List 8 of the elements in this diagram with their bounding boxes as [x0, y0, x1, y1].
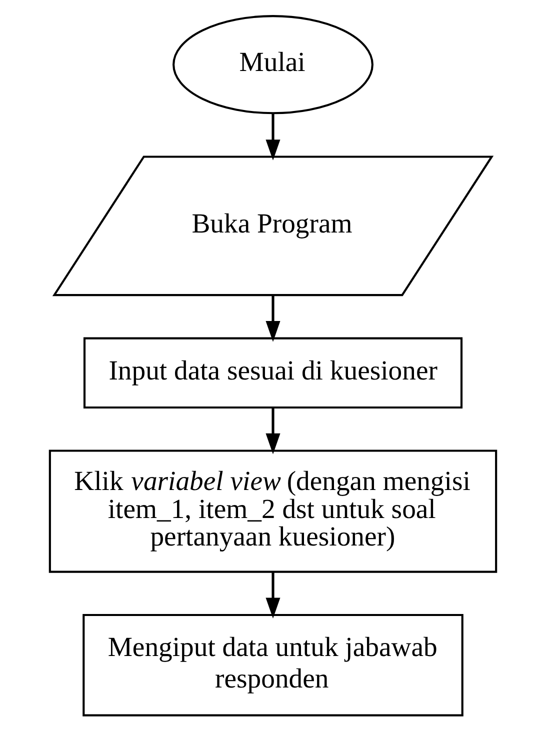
node-box: Klik variabel view (dengan mengisi item_1, item_2 dst untuk soal pertanyaan kuesioner): [48, 450, 497, 573]
node-box: Input data sesuai di kuesioner: [82, 337, 462, 409]
arrow: [265, 114, 280, 160]
arrow: [265, 295, 280, 342]
node-ellipse: Mulai: [172, 15, 373, 114]
node-box: Mengiput data untuk jabawab responden: [82, 614, 463, 716]
arrow: [265, 572, 280, 618]
arrow: [265, 408, 280, 454]
